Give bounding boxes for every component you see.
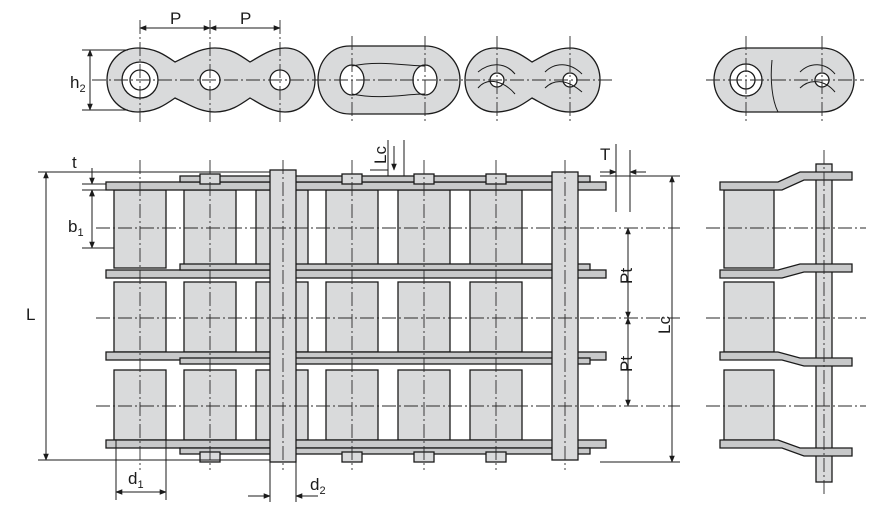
outer-plate-bottom (105, 439, 607, 449)
transverse-pitch-label-2: Pt (617, 356, 636, 372)
section-roller-1 (723, 189, 775, 269)
length-label: L (26, 305, 35, 324)
chain-cross-section-view (706, 150, 866, 494)
chain-side-elevation: P P h2 (70, 9, 612, 124)
rollers (113, 189, 523, 441)
roller-diameter-label: d1 (128, 469, 144, 491)
section-roller-3 (723, 369, 775, 441)
section-roller-2 (723, 281, 775, 353)
connecting-length-label-top: Lc (371, 146, 390, 164)
outer-plate-thickness-label: T (600, 145, 610, 164)
connecting-length-label-right: Lc (655, 316, 674, 334)
plate-thickness-label: t (72, 153, 77, 172)
chain-plan-view: L t b1 Lc T Pt Pt Lc (26, 140, 680, 502)
middle-plate-1 (105, 269, 607, 279)
transverse-pitch-label-1: Pt (617, 268, 636, 284)
pitch-label-2: P (240, 9, 251, 28)
spring-clip-2 (544, 64, 583, 93)
plate-height-label: h2 (70, 73, 86, 95)
inner-width-label: b1 (68, 217, 84, 239)
pin-diameter-label: d2 (310, 475, 326, 497)
chain-end-plate-view (706, 36, 864, 124)
end-spring-clip (799, 64, 836, 93)
pitch-label-1: P (170, 9, 181, 28)
